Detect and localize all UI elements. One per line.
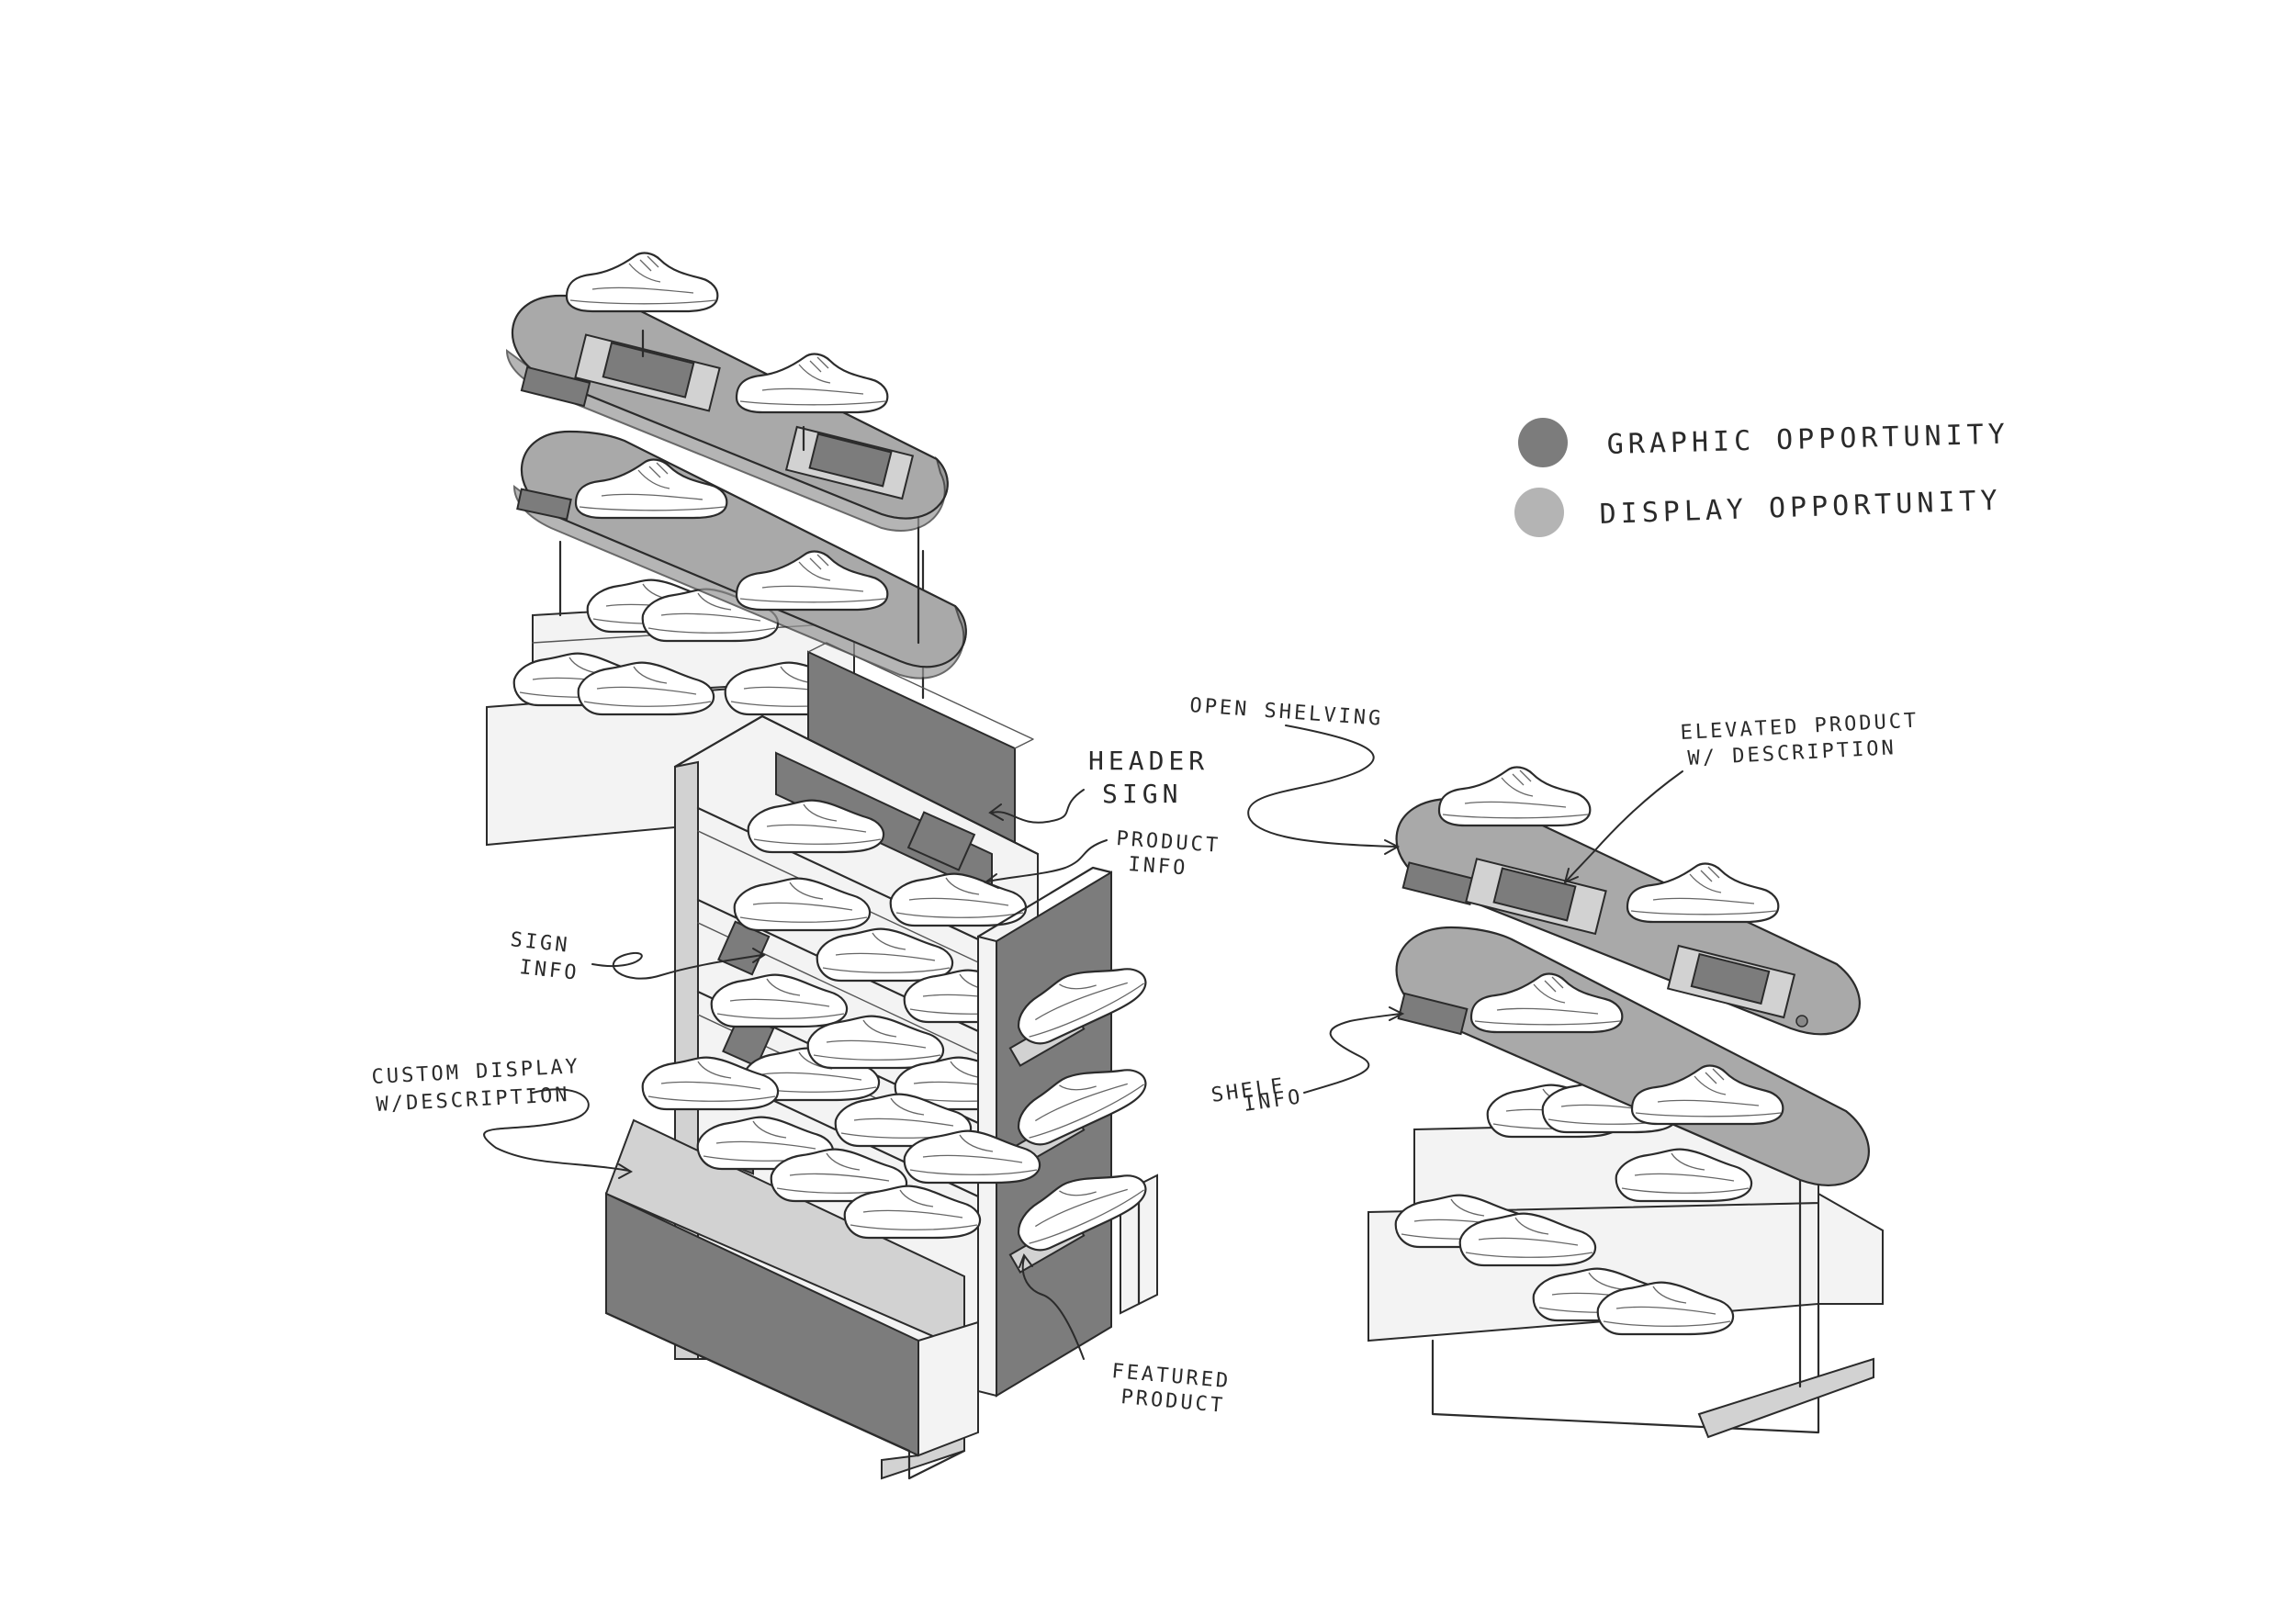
callout-elevated-product: ELEVATED PRODUCT W/ DESCRIPTION [1563, 709, 1919, 884]
callout-custom-display: CUSTOM DISPLAY W/DESCRIPTION [371, 1055, 634, 1179]
plinth-screen-graphic [808, 432, 893, 488]
right-fixture [1367, 766, 1884, 1439]
sneaker-icon [1437, 766, 1592, 827]
right-upper-oval-shelf [1395, 766, 1861, 1036]
callout-arrow [483, 1088, 630, 1172]
callout-arrow [1565, 770, 1683, 882]
callout-label-custom-display-line-2: W/DESCRIPTION [376, 1084, 570, 1117]
circle-swatch-icon [1514, 488, 1564, 537]
callout-arrow [986, 839, 1108, 882]
legend-item-display: DISPLAY OPPORTUNITY [1514, 485, 2002, 537]
callout-shelf-info: SHELF INFO [1210, 1006, 1405, 1117]
plinth-screen-graphic [1492, 867, 1577, 922]
callout-open-shelving: OPEN SHELVING [1189, 694, 1401, 855]
callout-arrow [1247, 724, 1397, 848]
callout-header-sign: HEADER SIGN [988, 746, 1209, 824]
legend-item-graphic: GRAPHIC OPPORTUNITY [1518, 418, 2009, 467]
left-fixture [486, 252, 1158, 1480]
callout-arrow [1303, 1013, 1401, 1094]
shelf-edge-graphic [516, 488, 572, 521]
callout-arrow [991, 789, 1085, 824]
shelf-sign-graphic [906, 811, 976, 871]
callout-label-product-info-line-2: INFO [1128, 853, 1189, 880]
shelf-edge-graphic [1397, 992, 1469, 1036]
callout-arrow [591, 951, 763, 980]
callout-label-sign-info-line-1: SIGN [509, 928, 570, 958]
right-lower-oval-shelf [1395, 926, 1870, 1186]
sneaker-icon [735, 353, 889, 414]
custom-display-case [604, 1056, 1041, 1480]
callout-arrow [1021, 1257, 1085, 1360]
shelf-edge-graphic [520, 365, 591, 408]
upper-oval-shelf [505, 252, 949, 532]
callout-label-sign-info-line-2: INFO [518, 956, 580, 985]
right-base-unit [1367, 1079, 1884, 1439]
lower-oval-shelf [512, 430, 967, 679]
callout-sign-info: SIGN INFO [509, 928, 766, 985]
circle-swatch-icon [1518, 418, 1568, 467]
sneaker-icon [1626, 862, 1780, 924]
callout-label-header-sign-line-1: HEADER [1088, 746, 1209, 776]
plinth-screen-graphic [1690, 952, 1771, 1005]
callout-product-info: PRODUCT INFO [984, 827, 1221, 889]
sneaker-icon [565, 252, 719, 313]
legend-label-display: DISPLAY OPPORTUNITY [1599, 485, 2002, 531]
legend: GRAPHIC OPPORTUNITY DISPLAY OPPORTUNITY [1514, 418, 2009, 537]
callout-label-header-sign-line-2: SIGN [1102, 779, 1182, 809]
plinth-screen-graphic [602, 342, 695, 399]
featured-product-panel [976, 866, 1158, 1398]
legend-label-graphic: GRAPHIC OPPORTUNITY [1606, 419, 2009, 461]
